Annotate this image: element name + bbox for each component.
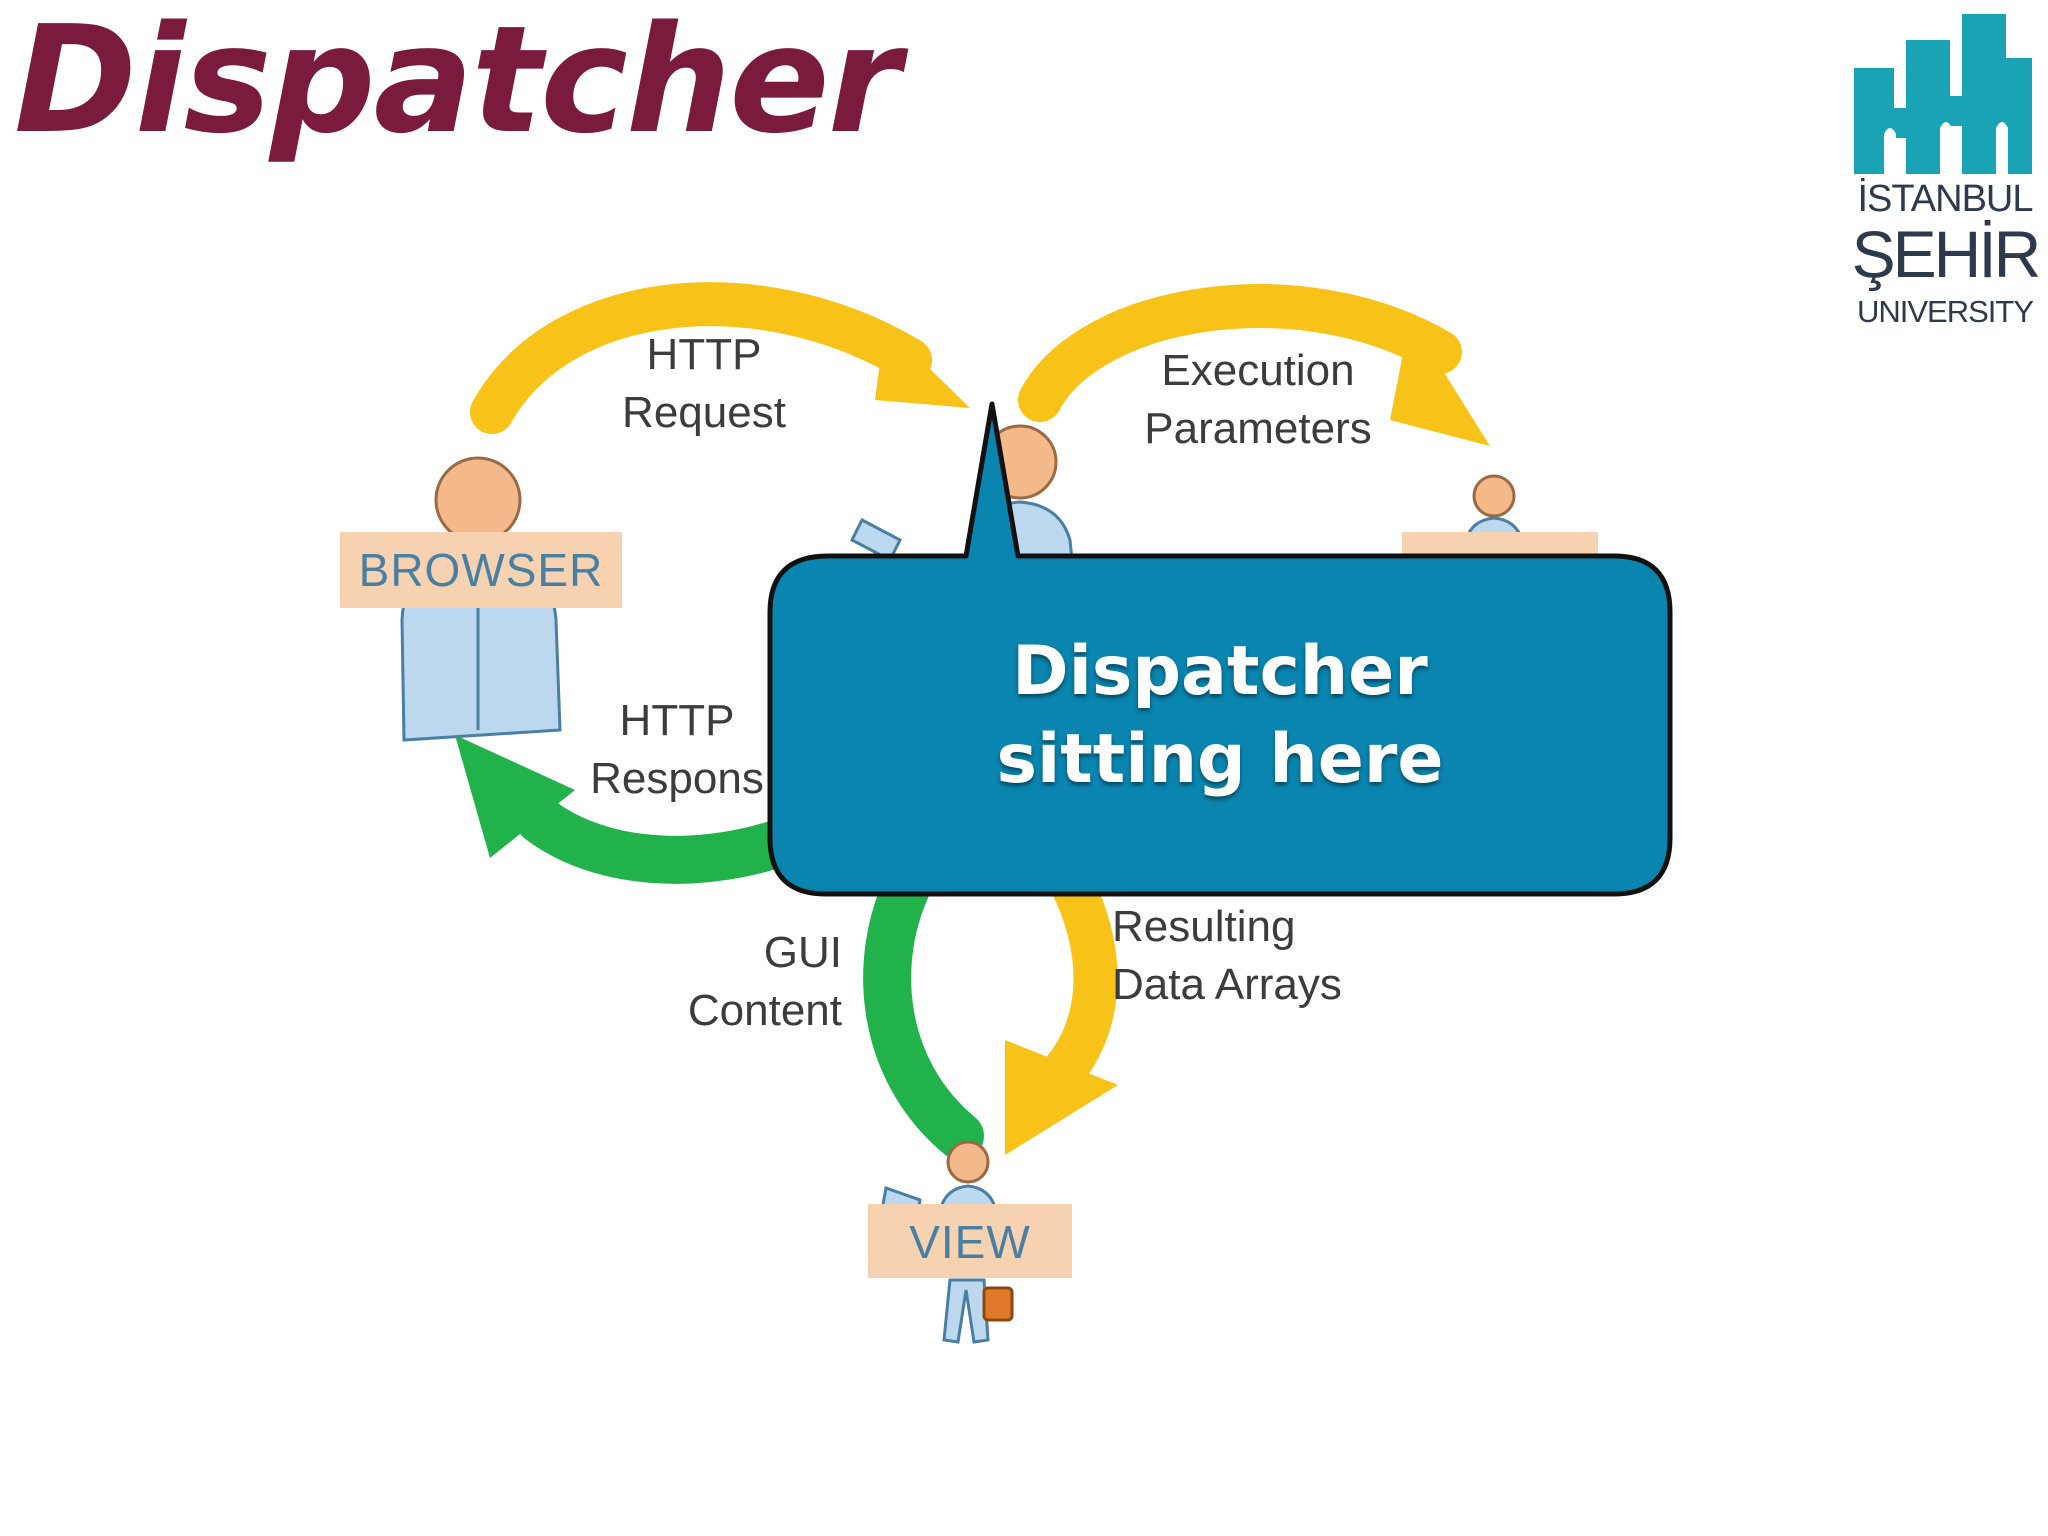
http-response-label-line1: HTTP	[619, 696, 735, 745]
execution-parameters-arrow	[1018, 284, 1490, 446]
view-role-box: VIEW	[868, 1204, 1072, 1278]
http-response-label: HTTP Respons	[582, 692, 772, 808]
callout-text-line2: sitting here	[996, 720, 1444, 799]
gui-content-label-line1: GUI	[763, 928, 842, 977]
http-response-label-line2: Respons	[590, 754, 764, 803]
university-logo: İSTANBUL ŞEHİR UNIVERSITY	[1850, 10, 2041, 330]
execution-parameters-label-line1: Execution	[1161, 346, 1355, 395]
resulting-data-arrays-label-line2: Data Arrays	[1112, 960, 1342, 1009]
gui-content-arrow	[863, 856, 984, 1160]
callout-text: Dispatcher sitting here	[770, 628, 1670, 804]
resulting-data-arrays-label-line1: Resulting	[1112, 902, 1296, 951]
resulting-data-arrays-arrow	[1005, 858, 1118, 1155]
logo-text-sehir: ŞEHİR	[1851, 217, 2042, 291]
logo-mark-icon	[1854, 14, 2032, 174]
slide-title: Dispatcher	[14, 0, 901, 166]
browser-role-box: BROWSER	[340, 532, 622, 608]
execution-parameters-label-line2: Parameters	[1144, 404, 1372, 453]
callout-text-line1: Dispatcher	[1012, 632, 1428, 711]
http-request-label: HTTP Request	[614, 326, 794, 442]
gui-content-label-line2: Content	[687, 986, 842, 1035]
http-request-label-line1: HTTP	[646, 330, 762, 379]
execution-parameters-label: Execution Parameters	[1128, 342, 1388, 458]
http-request-arrow	[470, 282, 970, 434]
gui-content-label: GUI Content	[672, 924, 842, 1040]
http-request-label-line2: Request	[622, 388, 786, 437]
logo-text-university: UNIVERSITY	[1856, 294, 2034, 329]
logo-text-istanbul: İSTANBUL	[1857, 178, 2033, 220]
resulting-data-arrays-label: Resulting Data Arrays	[1112, 898, 1372, 1014]
